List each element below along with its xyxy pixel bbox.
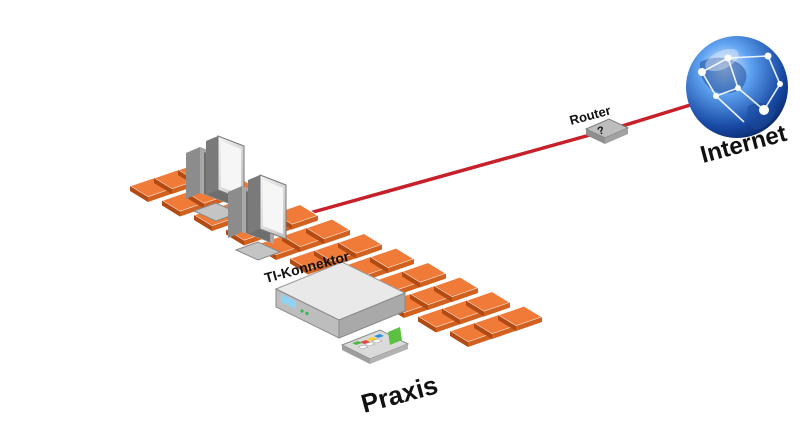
computer-icon	[228, 174, 287, 261]
router-icon: ?	[584, 118, 630, 144]
computer-icon	[186, 135, 245, 222]
globe-icon	[686, 36, 788, 138]
praxis-label: Praxis	[358, 370, 441, 419]
connector-device-icon	[274, 261, 407, 339]
card-terminal-icon	[340, 327, 410, 364]
router-glyph: ?	[596, 124, 606, 138]
connection-line-praxis-router	[305, 131, 598, 216]
